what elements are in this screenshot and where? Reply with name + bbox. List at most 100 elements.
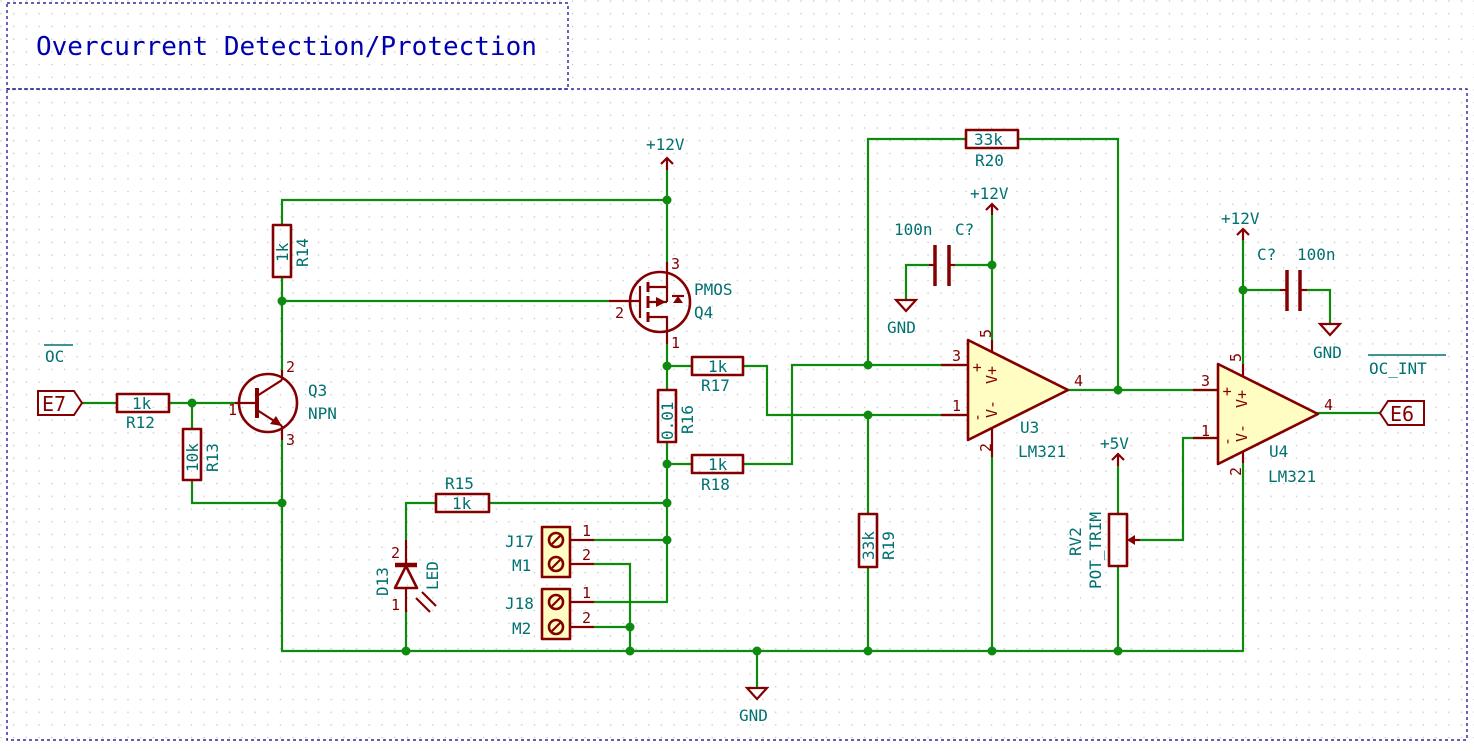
q4-value: PMOS	[694, 280, 733, 299]
r18-ref: R18	[701, 475, 730, 494]
r17-ref: R17	[701, 376, 730, 395]
u3-ref: U3	[1020, 418, 1039, 437]
u3-minus: -	[968, 413, 986, 422]
label-e6-text: E6	[1390, 402, 1414, 426]
j18-pin-1: 1	[582, 584, 591, 602]
led-d13[interactable]: 2 1 D13 LED	[373, 540, 442, 614]
r13-value: 10k	[183, 443, 202, 472]
d13-ref: D13	[373, 567, 392, 596]
ground-c-u4: GND	[1313, 322, 1343, 362]
r20-ref: R20	[975, 151, 1004, 170]
c-u4-value: 100n	[1297, 245, 1336, 264]
j17-ref: J17	[505, 532, 534, 551]
r16-value: 0.01	[658, 401, 677, 440]
connector-j18[interactable]: 1 2 J18 M2	[505, 584, 594, 641]
u3-pin-1: 1	[952, 397, 961, 415]
transistor-q4[interactable]: 2 3 1 PMOS Q4	[609, 255, 733, 352]
opamp-u3[interactable]: 3 1 4 5 2 + - V+ V- U3 LM321	[941, 329, 1083, 461]
transistor-q3[interactable]: 1 2 3 Q3 NPN	[228, 358, 337, 449]
resistor-r19[interactable]: 33k R19	[857, 512, 898, 569]
resistor-r20[interactable]: 33k R20	[964, 128, 1020, 170]
q3-value: NPN	[308, 404, 337, 423]
u3-plus: +	[968, 363, 986, 372]
potentiometer-rv2[interactable]: RV2 POT_TRIM	[1066, 512, 1140, 589]
q3-pin-c: 2	[286, 358, 295, 376]
resistor-r12[interactable]: 1k R12	[115, 392, 171, 432]
r12-ref: R12	[126, 413, 155, 432]
p12-q4-text: +12V	[646, 135, 685, 154]
u4-value: LM321	[1268, 467, 1316, 486]
opamp-u4[interactable]: 3 1 4 5 2 + - V+ V- U4 LM321	[1193, 353, 1333, 486]
p12-u3-text: +12V	[970, 184, 1009, 203]
u4-vminus: V-	[1233, 424, 1251, 442]
j18-pin-2: 2	[582, 609, 591, 627]
q3-ref: Q3	[308, 381, 327, 400]
sheet-frame	[6, 88, 1468, 741]
u4-pin-1: 1	[1201, 422, 1210, 440]
q4-pin-d: 1	[671, 334, 680, 352]
power-12v-q4: +12V	[646, 135, 685, 170]
label-e6[interactable]: E6	[1378, 400, 1425, 426]
q4-pin-g: 2	[615, 304, 624, 322]
c-u3-value: 100n	[894, 220, 933, 239]
c-u3-ref: C?	[955, 220, 974, 239]
resistor-r18[interactable]: 1k R18	[690, 453, 745, 494]
j18-value: M2	[512, 619, 531, 638]
capacitor-c-u3[interactable]: 100n C?	[894, 220, 974, 286]
r19-value: 33k	[859, 531, 878, 560]
u4-minus: -	[1218, 437, 1236, 446]
label-e7[interactable]: E7	[37, 390, 84, 416]
gnd-main-text: GND	[739, 706, 768, 725]
u3-pin-5: 5	[977, 329, 995, 338]
q4-pin-s: 3	[671, 255, 680, 273]
d13-value: LED	[423, 561, 442, 590]
u4-pin-5: 5	[1227, 353, 1245, 362]
r14-ref: R14	[293, 238, 312, 267]
junctions	[187, 195, 1248, 656]
net-oc-text: OC	[45, 347, 64, 366]
net-oc-label: OC	[44, 344, 73, 366]
rv2-ref: RV2	[1066, 527, 1085, 556]
resistor-r16[interactable]: 0.01 R16	[656, 388, 697, 444]
sheet-title: Overcurrent Detection/Protection	[36, 32, 537, 62]
u4-plus: +	[1218, 387, 1236, 396]
d13-pin-k: 1	[391, 596, 400, 614]
resistor-r13[interactable]: 10k R13	[181, 427, 222, 482]
power-12v-u3: +12V	[970, 184, 1009, 215]
j17-pin-1: 1	[582, 522, 591, 540]
j18-ref: J18	[505, 594, 534, 613]
r20-value: 33k	[974, 130, 1003, 149]
u3-vplus: V+	[983, 366, 1001, 384]
power-12v-u4: +12V	[1221, 209, 1260, 240]
label-e7-text: E7	[42, 392, 66, 416]
r18-value: 1k	[708, 455, 728, 474]
gnd-cu3-text: GND	[887, 318, 916, 337]
r19-ref: R19	[879, 531, 898, 560]
r15-ref: R15	[445, 474, 474, 493]
q3-pin-e: 3	[286, 431, 295, 449]
r15-value: 1k	[452, 494, 472, 513]
connector-j17[interactable]: 1 2 J17 M1	[505, 522, 594, 579]
resistor-r14[interactable]: 1k R14	[271, 223, 312, 279]
rv2-value: POT_TRIM	[1086, 512, 1105, 589]
u4-pin-4: 4	[1324, 396, 1333, 414]
q3-pin-b: 1	[228, 401, 237, 419]
power-5v-rv2: +5V	[1100, 434, 1129, 466]
u4-pin-2: 2	[1227, 467, 1245, 476]
u3-value: LM321	[1018, 442, 1066, 461]
r13-ref: R13	[203, 443, 222, 472]
capacitor-c-u4[interactable]: C? 100n	[1257, 245, 1336, 311]
u3-pin-3: 3	[952, 347, 961, 365]
r17-value: 1k	[708, 357, 728, 376]
resistor-r15[interactable]: 1k R15	[434, 474, 491, 514]
u4-ref: U4	[1269, 442, 1288, 461]
u4-vplus: V+	[1233, 390, 1251, 408]
net-oc-int-label: OC_INT	[1368, 354, 1446, 378]
resistor-r17[interactable]: 1k R17	[690, 355, 745, 395]
net-oc-int-text: OC_INT	[1369, 359, 1427, 378]
title-frame	[6, 2, 569, 90]
r12-value: 1k	[132, 394, 152, 413]
wires	[80, 137, 1382, 690]
